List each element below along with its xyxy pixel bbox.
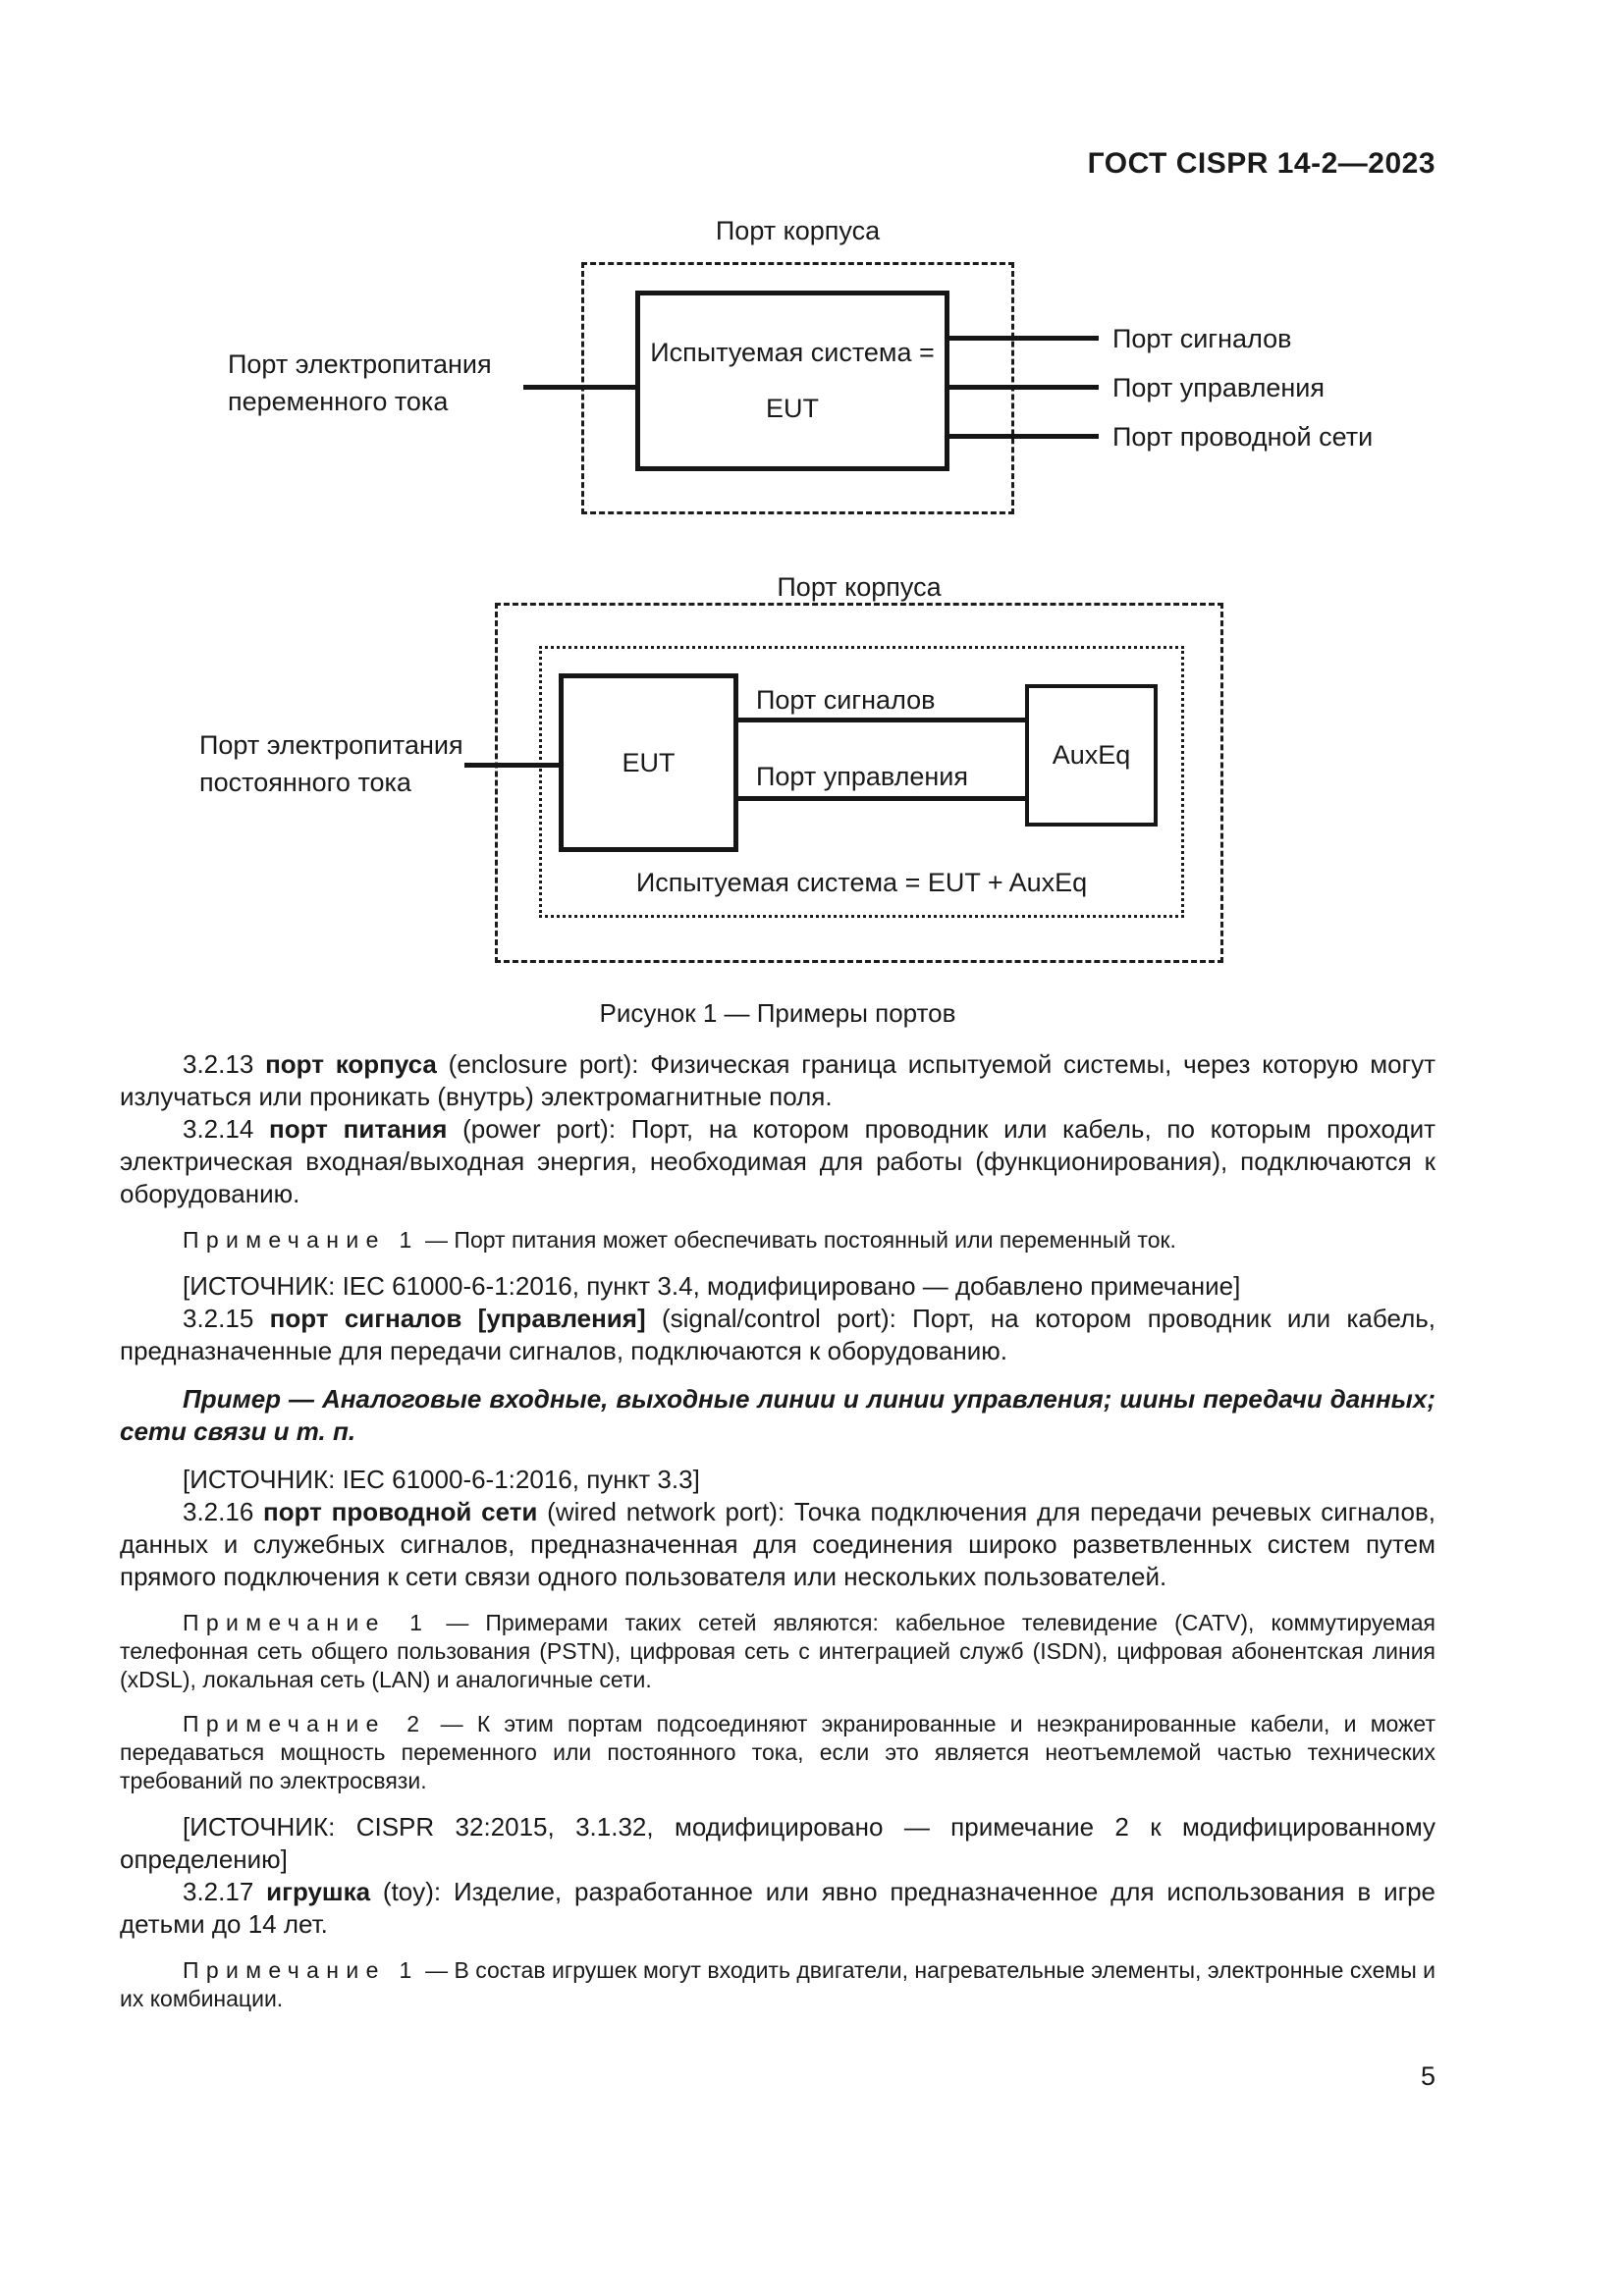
diagram1-signal-port-line xyxy=(947,336,1099,341)
diagram1-control-port-line xyxy=(947,385,1099,390)
note-label: Примечание 1 xyxy=(183,1610,430,1635)
note-label: Примечание 1 xyxy=(183,1957,419,1983)
page-number: 5 xyxy=(1420,2061,1435,2091)
diagram2-dc-power-port-label: Порт электропитания постоянного тока xyxy=(199,726,464,801)
clause-number: 3.2.13 xyxy=(183,1049,266,1079)
diagram1-ac-power-label-line1: Порт электропитания xyxy=(228,349,492,379)
definition-text: (wired network port): Точка подключения … xyxy=(120,1497,1436,1591)
diagram2-control-port-label: Порт управления xyxy=(756,762,968,791)
diagram2-signal-port-line xyxy=(736,718,1027,722)
source-wired-network-port: [ИСТОЧНИК: CISPR 32:2015, 3.1.32, модифи… xyxy=(120,1812,1435,1874)
term-power-port: порт питания xyxy=(269,1114,448,1144)
definition-3-2-15: 3.2.15 порт сигналов [управления] (signa… xyxy=(120,1303,1435,1367)
diagram2-auxeq-box-label: AuxEq xyxy=(1052,740,1131,770)
note-text: — К этим портам подсоединяют экранирован… xyxy=(120,1711,1435,1793)
note-toy: Примечание 1 — В состав игрушек могут вх… xyxy=(120,1956,1435,2013)
diagram2-dc-power-line xyxy=(464,763,561,768)
diagram2-enclosure-port-label: Порт корпуса xyxy=(777,572,942,602)
example-signal-port: Пример — Аналоговые входные, выходные ли… xyxy=(120,1384,1435,1446)
term-wired-network-port: порт проводной сети xyxy=(263,1497,538,1526)
term-enclosure-port: порт корпуса xyxy=(265,1049,437,1079)
source-signal-port: [ИСТОЧНИК: IEC 61000-6-1:2016, пункт 3.3… xyxy=(183,1465,700,1494)
clause-number: 3.2.17 xyxy=(183,1877,267,1906)
diagram1-signal-port-label: Порт сигналов xyxy=(1112,324,1292,353)
definition-text: (power port): Порт, на котором проводник… xyxy=(120,1114,1436,1208)
note-wired-network-2: Примечание 2 — К этим портам подсоединяю… xyxy=(120,1710,1435,1795)
diagram1-ac-power-port-label: Порт электропитания переменного тока xyxy=(228,346,493,420)
diagram1-system-box-line1: Испытуемая система = xyxy=(650,338,935,367)
term-signal-control-port: порт сигналов [управления] xyxy=(269,1304,646,1333)
diagram1-wired-network-port-line xyxy=(947,434,1099,439)
diagram1-ac-power-line xyxy=(523,385,637,390)
diagram2-eut-box: EUT xyxy=(559,673,738,852)
note-text: — В состав игрушек могут входить двигате… xyxy=(120,1957,1435,2011)
note-label: Примечание 1 xyxy=(183,1227,419,1253)
diagram2-auxeq-box: AuxEq xyxy=(1025,684,1158,827)
term-toy: игрушка xyxy=(266,1877,371,1906)
note-wired-network-1: Примечание 1 — Примерами таких сетей явл… xyxy=(120,1609,1435,1694)
diagram2-eut-box-label: EUT xyxy=(622,747,676,777)
clause-number: 3.2.16 xyxy=(183,1497,264,1526)
definition-3-2-17: 3.2.17 игрушка (toy): Изделие, разработа… xyxy=(120,1876,1435,1941)
diagram2-system-equation-label: Испытуемая система = EUT + AuxEq xyxy=(635,868,1088,897)
note-power-port: Примечание 1 — Порт питания может обеспе… xyxy=(120,1226,1435,1255)
figure-caption: Рисунок 1 — Примеры портов xyxy=(599,998,956,1028)
diagram2-enclosure-boundary-box xyxy=(495,603,1223,963)
diagram1-control-port-label: Порт управления xyxy=(1112,373,1325,402)
diagram2-dc-power-label-line2: постоянного тока xyxy=(199,768,411,797)
definition-3-2-14: 3.2.14 порт питания (power port): Порт, … xyxy=(120,1113,1435,1210)
diagram1-system-under-test-box: Испытуемая система = EUT xyxy=(635,291,949,471)
source-power-port: [ИСТОЧНИК: IEC 61000-6-1:2016, пункт 3.4… xyxy=(183,1271,1241,1301)
definition-text: (toy): Изделие, разработанное или явно п… xyxy=(120,1877,1435,1939)
note-text: — Примерами таких сетей являются: кабель… xyxy=(120,1610,1435,1692)
diagram2-control-port-line xyxy=(736,796,1027,801)
definition-text: (enclosure port): Физическая граница исп… xyxy=(120,1049,1435,1111)
note-label: Примечание 2 xyxy=(183,1711,427,1736)
diagram2-signal-port-label: Порт сигналов xyxy=(756,685,936,715)
diagram2-dc-power-label-line1: Порт электропитания xyxy=(199,730,463,760)
definition-text: (signal/control port): Порт, на котором … xyxy=(120,1304,1436,1365)
definitions-section: 3.2.13 порт корпуса (enclosure port): Фи… xyxy=(120,1048,1435,2029)
diagram1-system-box-line2: EUT xyxy=(766,394,819,423)
diagram2-system-boundary-box xyxy=(539,646,1184,918)
definition-3-2-16: 3.2.16 порт проводной сети (wired networ… xyxy=(120,1496,1435,1593)
diagram1-ac-power-label-line2: переменного тока xyxy=(228,387,449,416)
diagram1-wired-network-port-label: Порт проводной сети xyxy=(1112,422,1374,452)
clause-number: 3.2.14 xyxy=(183,1114,270,1144)
definition-3-2-13: 3.2.13 порт корпуса (enclosure port): Фи… xyxy=(120,1048,1435,1113)
document-header-title: ГОСТ CISPR 14-2—2023 xyxy=(1087,147,1435,180)
note-text: — Порт питания может обеспечивать постоя… xyxy=(418,1227,1176,1253)
diagram1-enclosure-port-label: Порт корпуса xyxy=(715,216,881,245)
clause-number: 3.2.15 xyxy=(183,1304,270,1333)
